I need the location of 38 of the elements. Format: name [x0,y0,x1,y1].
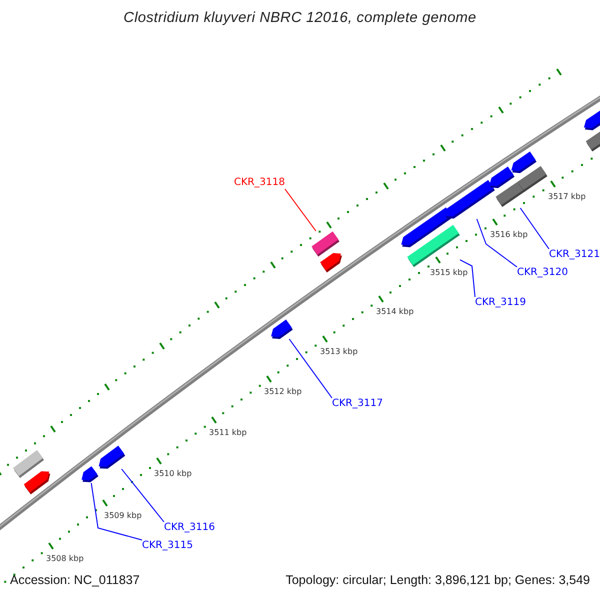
leader-line [284,188,316,232]
leader-line [90,482,142,540]
gene-label: CKR_3115 [142,540,193,552]
scale-label: 3513 kbp [320,347,358,357]
gene-label: CKR_3117 [332,398,383,410]
gene-label: CKR_3116 [164,522,215,534]
chart-title: Clostridium kluyveri NBRC 12016, complete genome [122,9,478,27]
gene-feature [511,151,537,174]
gene-block [311,231,340,257]
gene-block [517,165,548,193]
accession-text: Accession: NC_011837 [10,573,140,588]
gene-label: CKR_3119 [475,297,526,309]
scale-label: 3510 kbp [154,469,192,479]
leader-line [476,218,518,268]
gene-feature [98,445,126,469]
leader-line [121,468,164,522]
scale-label: 3515 kbp [430,268,468,278]
scale-label: 3509 kbp [104,511,142,521]
gene-label: CKR_3120 [517,267,568,279]
scale-label: 3514 kbp [376,307,414,317]
scale-label: 3512 kbp [264,387,302,397]
genome-summary-text: Topology: circular; Length: 3,896,121 bp; Genes: 3,549 [286,573,590,588]
gene-label: CKR_3121 [549,249,600,261]
scale-label: 3516 kbp [490,230,528,240]
leader-line [520,208,550,250]
gene-block [407,224,460,268]
leader-line [460,259,476,298]
gene-feature [271,319,293,339]
gene-feature [320,253,342,273]
gene-feature [23,471,51,495]
gene-feature [444,179,495,219]
scale-label: 3508 kbp [46,554,84,564]
leader-line [288,338,332,398]
gene-label: CKR_3118 [234,177,285,189]
gene-feature [489,166,515,189]
gene-feature [81,466,99,483]
scale-label: 3517 kbp [548,192,586,202]
scale-label: 3511 kbp [209,428,247,438]
